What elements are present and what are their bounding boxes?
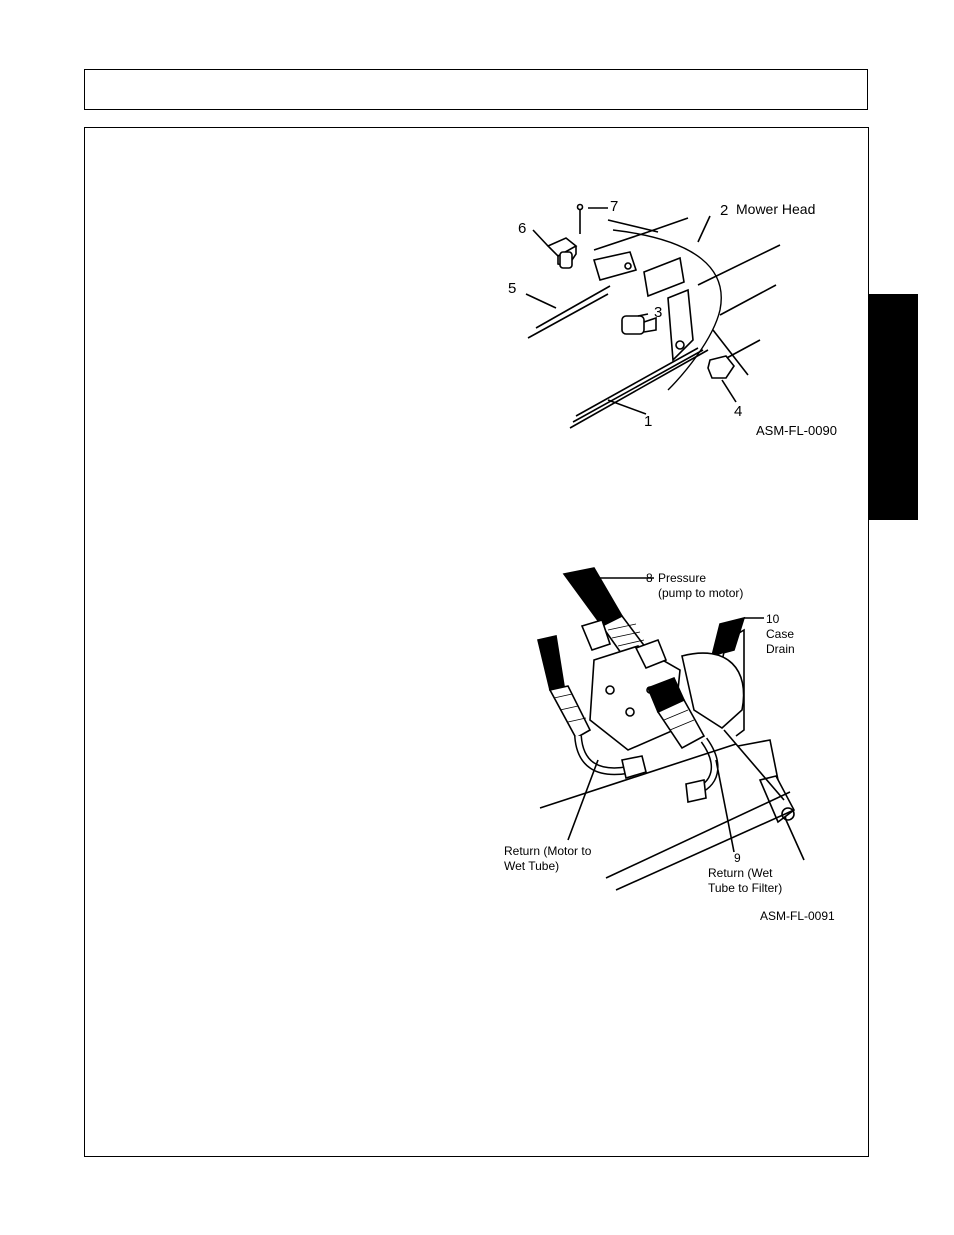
callout-6: 6: [518, 220, 526, 237]
callout-2: 2: [720, 202, 728, 219]
callout-5: 5: [508, 280, 516, 297]
callout-9: 9: [734, 851, 741, 865]
mower-head-figure: 5 6 7 3 4 1 2 Mower Head ASM-FL-0090: [498, 190, 858, 450]
mower-head-illustration: 5 6 7 3 4 1 2 Mower Head ASM-FL-0090: [508, 198, 837, 438]
return-wet-label-line1: Return (Wet: [708, 866, 773, 880]
callout-7: 7: [610, 198, 618, 215]
return-motor-label-line1: Return (Motor to: [504, 844, 592, 858]
figure-id-0090: ASM-FL-0090: [756, 423, 837, 438]
hydraulic-hoses-figure: 8 Pressure (pump to motor) 10 Case Drain…: [498, 560, 858, 930]
pressure-label-line2: (pump to motor): [658, 586, 743, 600]
callout-1: 1: [644, 413, 652, 430]
section-side-tab: [869, 294, 918, 520]
page-header-box: [84, 69, 868, 110]
callout-3: 3: [654, 304, 662, 321]
hydraulic-hoses-illustration: 8 Pressure (pump to motor) 10 Case Drain…: [504, 567, 835, 923]
callout-4: 4: [734, 403, 742, 420]
callout-10: 10: [766, 612, 780, 626]
return-motor-label-line2: Wet Tube): [504, 859, 559, 873]
page-content-box: [84, 127, 869, 1157]
mower-head-label: Mower Head: [736, 201, 815, 217]
pressure-label-line1: Pressure: [658, 571, 706, 585]
figure-id-0091: ASM-FL-0091: [760, 909, 835, 923]
case-drain-label-line2: Drain: [766, 642, 795, 656]
callout-8: 8: [646, 571, 653, 585]
case-drain-label-line1: Case: [766, 627, 794, 641]
return-wet-label-line2: Tube to Filter): [708, 881, 782, 895]
